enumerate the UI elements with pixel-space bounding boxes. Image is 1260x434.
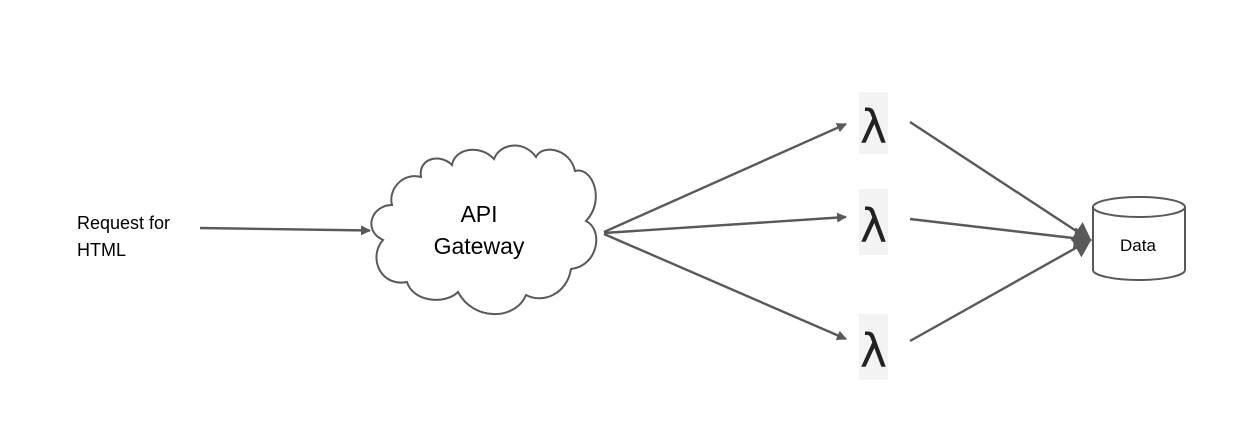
data-store: Data [1092, 196, 1186, 281]
gateway-label-line2: Gateway [434, 233, 525, 259]
arrow-gateway-to-lambda-1 [603, 122, 847, 234]
arrow-gateway-to-lambda-3 [603, 232, 847, 341]
database-cylinder-rim [1092, 206, 1186, 218]
lambda-3-background [859, 314, 888, 380]
lambda-3-icon: λ [860, 324, 887, 378]
lambda-2-icon: λ [860, 199, 887, 253]
arrow-gateway-to-lambda-2 [603, 212, 847, 235]
data-store-label: Data [1120, 236, 1156, 255]
lambda-function-2: λ [859, 189, 888, 255]
database-cylinder-icon [1092, 196, 1186, 281]
request-label-line2: HTML [77, 240, 126, 260]
arrow-request-to-gateway [199, 225, 371, 236]
cloud-shape [370, 144, 598, 315]
lambda-2-background [859, 189, 888, 255]
arrow-lambda-3-to-data [909, 238, 1092, 343]
lambda-function-1: λ [859, 92, 888, 154]
request-label-line1: Request for [77, 213, 170, 233]
api-gateway-cloud: API Gateway [370, 144, 598, 315]
request-label: Request for HTML [77, 213, 170, 260]
lambda-function-3: λ [859, 314, 888, 380]
arrow-lambda-2-to-data [909, 217, 1092, 250]
lambda-1-icon: λ [860, 100, 887, 154]
arrow-lambda-1-to-data [909, 120, 1092, 242]
lambda-1-background [859, 92, 888, 154]
gateway-label-line1: API [460, 201, 497, 227]
